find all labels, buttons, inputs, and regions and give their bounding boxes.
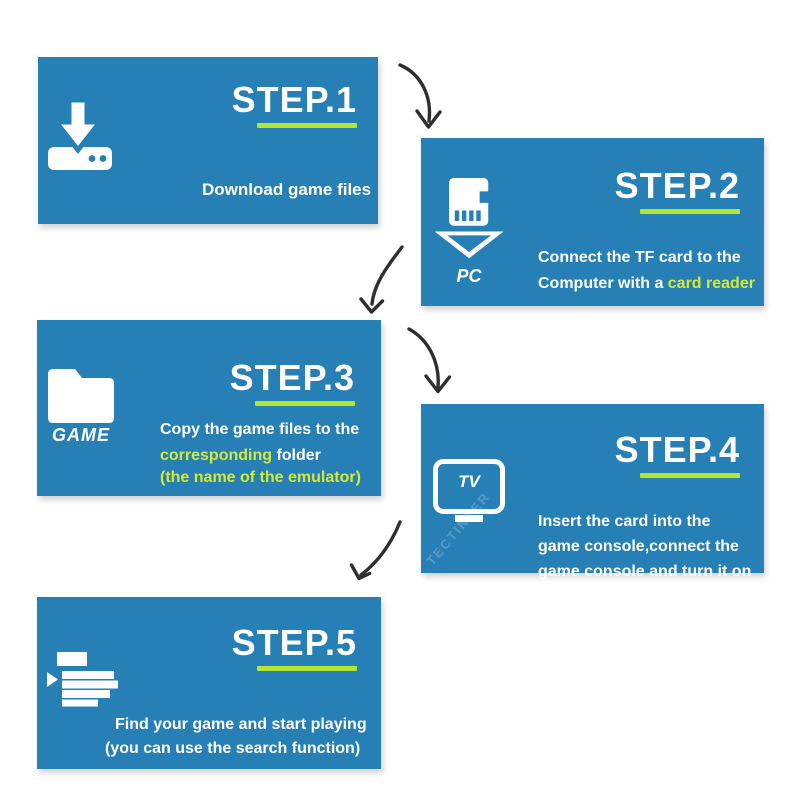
step-3-description-normal: folder [276, 447, 321, 464]
step-5-title: STEP.5 [231, 622, 357, 663]
step-5-title-underline [257, 666, 357, 671]
arrow-step2-to-step3 [359, 245, 404, 314]
step-1-title-underline [257, 123, 357, 128]
tv-icon [433, 459, 505, 522]
step-5-description-line-2: (you can use the search function) [105, 740, 361, 757]
pc-label: PC [456, 266, 482, 286]
step-3-title: STEP.3 [229, 357, 355, 398]
step-4-title-underline [640, 473, 740, 478]
step-2-card: PC STEP.2 Connect the TF card to the Com… [421, 138, 764, 306]
step-3-description-line-1: Copy the game files to the [160, 421, 360, 438]
tv-label: TV [458, 472, 480, 491]
arrow-step3-to-step4 [407, 327, 452, 394]
step-2-description-line-1: Connect the TF card to the [538, 249, 741, 266]
step-3-description-highlight: corresponding [160, 447, 277, 464]
game-folder-icon [48, 369, 114, 423]
step-5-card: STEP.5 Find your game and start playing … [37, 597, 381, 769]
step-1-title: STEP.1 [231, 79, 357, 120]
step-4-description-line-3: game console and turn it on [538, 563, 752, 580]
step-2-description-normal: Computer with a [538, 275, 668, 292]
arrow-step1-to-step2 [398, 63, 442, 129]
download-icon [48, 100, 112, 170]
step-2-title: STEP.2 [614, 165, 740, 206]
step-1-card: STEP.1 Download game files [38, 57, 378, 224]
step-5-description-line-1: Find your game and start playing [115, 716, 367, 733]
step-4-description-line-1: Insert the card into the [538, 513, 711, 530]
step-3-title-underline [255, 401, 355, 406]
game-list-icon [47, 652, 118, 707]
step-4-description-line-2: game console,connect the [538, 538, 739, 555]
step-3-card: GAME STEP.3 Copy the game files to the c… [37, 320, 381, 496]
tf-card-icon [434, 178, 504, 259]
step-2-title-underline [640, 209, 740, 214]
step-3-description-line-3: (the name of the emulator) [160, 469, 361, 486]
step-4-title: STEP.4 [614, 429, 740, 470]
step-1-description: Download game files [202, 180, 372, 199]
step-2-description-highlight: card reader [667, 275, 755, 292]
arrow-step4-to-step5 [349, 520, 402, 581]
step-3-description-line-2: corresponding folder [160, 446, 321, 465]
game-folder-label: GAME [52, 425, 110, 445]
step-2-description-line-2: Computer with a card reader [538, 274, 755, 293]
step-4-card: TV STEP.4 Insert the card into the game … [421, 404, 764, 580]
